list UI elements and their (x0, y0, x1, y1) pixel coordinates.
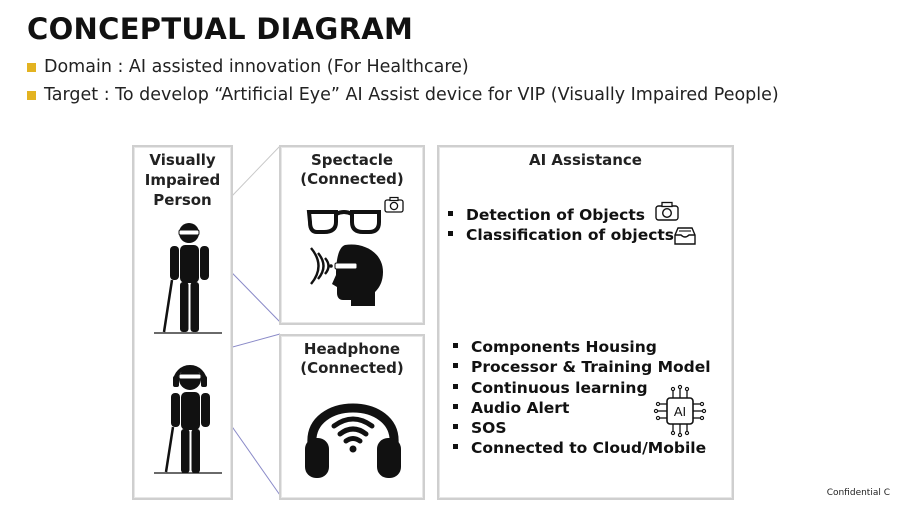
list-item: Detection of Objects (448, 205, 674, 225)
bullet-square-icon (27, 90, 36, 100)
tray-icon (674, 227, 696, 245)
list-item: Connected to Cloud/Mobile (453, 438, 711, 458)
bullet-target: Target : To develop “Artificial Eye” AI … (27, 84, 779, 106)
list-item: Components Housing (453, 337, 711, 357)
person-with-headphones-icon (154, 365, 222, 474)
list-item: SOS (453, 418, 711, 438)
ai-chip-icon: AI (653, 384, 707, 438)
person-with-cane-icon (154, 223, 222, 334)
bullet-domain: Domain : AI assisted innovation (For Hea… (27, 56, 469, 78)
page-title: CONCEPTUAL DIAGRAM (27, 12, 414, 46)
footer-confidential: Confidential C (826, 488, 890, 498)
glasses-icon (306, 210, 381, 234)
ai-top-list: Detection of Objects Classification of o… (448, 205, 674, 246)
ai-assistance-title: AI Assistance (529, 151, 642, 169)
person-box-title: Visually Impaired Person (144, 151, 221, 209)
spectacle-box-title-line2: (Connected) (300, 170, 404, 188)
camera-icon (384, 196, 404, 213)
bullet-square-icon (27, 62, 36, 72)
headphone-box-title-line1: Headphone (303, 340, 401, 358)
ai-chip-label: AI (674, 404, 686, 419)
list-item: Processor & Training Model (453, 357, 711, 377)
ai-bottom-list: Components Housing Processor & Training … (453, 337, 711, 459)
list-item: Continuous learning (453, 378, 711, 398)
headphones-icon (305, 403, 401, 478)
bullet-target-text: Target : To develop “Artificial Eye” AI … (44, 85, 779, 105)
bullet-domain-text: Domain : AI assisted innovation (For Hea… (44, 57, 469, 77)
list-item: Audio Alert (453, 398, 711, 418)
list-item: Classification of objects (448, 225, 674, 245)
headphone-box-title-line2: (Connected) (300, 359, 404, 377)
head-audio-icon (310, 244, 383, 306)
spectacle-box-title-line1: Spectacle (310, 151, 394, 169)
connector-line (231, 145, 281, 197)
camera-icon (655, 201, 679, 221)
